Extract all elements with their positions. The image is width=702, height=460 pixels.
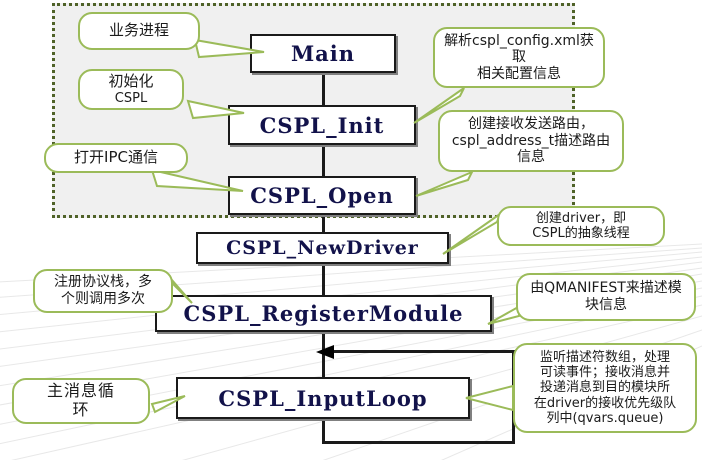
callout-open-ipc-text: 打开IPC通信	[74, 148, 158, 167]
callout-business-process-text: 业务进程	[108, 21, 169, 40]
loop-segment-top	[330, 350, 514, 353]
callout-main-message-loop-lines: 主消息循 环	[19, 381, 143, 420]
callout-inputloop-detail-line2: 可读事件；接收消息并	[539, 365, 670, 380]
connector-open-to-newdriver	[322, 214, 325, 238]
node-cspl-open[interactable]: CSPL_Open	[228, 176, 416, 215]
callout-init-cspl-line1: 初始化	[108, 72, 154, 90]
node-main[interactable]: Main	[250, 34, 396, 73]
callout-qmanifest[interactable]: 由QMANIFEST来描述模 块信息	[516, 273, 696, 321]
node-cspl-newdriver[interactable]: CSPL_NewDriver	[196, 232, 449, 264]
node-cspl-inputloop-label: CSPL_InputLoop	[218, 385, 428, 411]
callout-parse-config-line2: 相关配置信息	[477, 65, 561, 82]
connector-init-to-open	[322, 144, 325, 178]
node-main-label: Main	[290, 41, 356, 66]
callout-inputloop-detail-line1: 监听描述符数组，处理	[539, 349, 670, 365]
callout-create-driver[interactable]: 创建driver，即 CSPL的抽象线程	[497, 206, 665, 246]
callout-qmanifest-line2: 块信息	[585, 297, 627, 313]
node-cspl-registermodule[interactable]: CSPL_RegisterModule	[155, 295, 492, 332]
loop-segment-bottom	[322, 441, 515, 444]
callout-main-message-loop-line1: 主消息循	[46, 381, 115, 401]
callout-register-protocol-stack-lines: 注册协议栈，多 个则调用多次	[40, 274, 166, 307]
callout-parse-config-line1: 解析cspl_config.xml获取	[444, 32, 594, 66]
callout-open-ipc[interactable]: 打开IPC通信	[44, 143, 188, 173]
callout-init-cspl[interactable]: 初始化 CSPL	[78, 69, 184, 110]
callout-inputloop-detail-line3: 投递消息到目的模块所	[539, 380, 670, 396]
loop-segment-down	[322, 418, 325, 444]
callout-register-protocol-stack[interactable]: 注册协议栈，多 个则调用多次	[33, 269, 173, 313]
callout-create-driver-line1: 创建driver，即	[535, 210, 627, 226]
callout-register-protocol-stack-line2: 个则调用多次	[61, 291, 145, 307]
node-cspl-registermodule-label: CSPL_RegisterModule	[183, 301, 464, 326]
callout-init-cspl-lines: 初始化 CSPL	[85, 72, 177, 106]
callout-main-message-loop-line2: 环	[72, 400, 90, 419]
callout-parse-config[interactable]: 解析cspl_config.xml获取 相关配置信息	[433, 27, 605, 88]
callout-inputloop-detail-lines: 监听描述符数组，处理 可读事件；接收消息并 投递消息到目的模块所 在driver…	[520, 350, 690, 427]
node-cspl-init-label: CSPL_Init	[259, 112, 385, 138]
callout-create-route[interactable]: 创建接收发送路由， cspl_address_t描述路由 信息	[438, 110, 624, 172]
callout-create-route-line3: 信息	[517, 149, 545, 166]
node-cspl-newdriver-label: CSPL_NewDriver	[226, 237, 419, 259]
node-cspl-init[interactable]: CSPL_Init	[228, 105, 416, 145]
callout-qmanifest-lines: 由QMANIFEST来描述模 块信息	[523, 280, 689, 313]
callout-init-cspl-line2: CSPL	[114, 90, 148, 106]
callout-create-driver-lines: 创建driver，即 CSPL的抽象线程	[504, 211, 658, 242]
callout-business-process[interactable]: 业务进程	[78, 12, 200, 50]
callout-parse-config-lines: 解析cspl_config.xml获取 相关配置信息	[440, 33, 598, 83]
connector-main-to-init	[322, 72, 325, 106]
callout-qmanifest-line1: 由QMANIFEST来描述模	[530, 280, 682, 297]
callout-create-route-line2: cspl_address_t描述路由	[451, 132, 611, 149]
connector-newdriver-to-register	[322, 262, 325, 296]
loop-arrowhead-icon	[316, 345, 334, 359]
node-cspl-open-label: CSPL_Open	[250, 183, 394, 208]
callout-create-route-lines: 创建接收发送路由， cspl_address_t描述路由 信息	[445, 116, 617, 166]
callout-main-message-loop[interactable]: 主消息循 环	[12, 378, 150, 424]
callout-register-protocol-stack-line1: 注册协议栈，多	[54, 274, 152, 291]
callout-inputloop-detail[interactable]: 监听描述符数组，处理 可读事件；接收消息并 投递消息到目的模块所 在driver…	[513, 343, 697, 433]
callout-create-route-line1: 创建接收发送路由，	[468, 116, 594, 133]
callout-inputloop-detail-line5: 列中(qvars.queue)	[546, 410, 664, 426]
callout-inputloop-detail-line4: 在driver的接收优先级队	[533, 395, 677, 411]
callout-create-driver-line2: CSPL的抽象线程	[532, 226, 630, 241]
